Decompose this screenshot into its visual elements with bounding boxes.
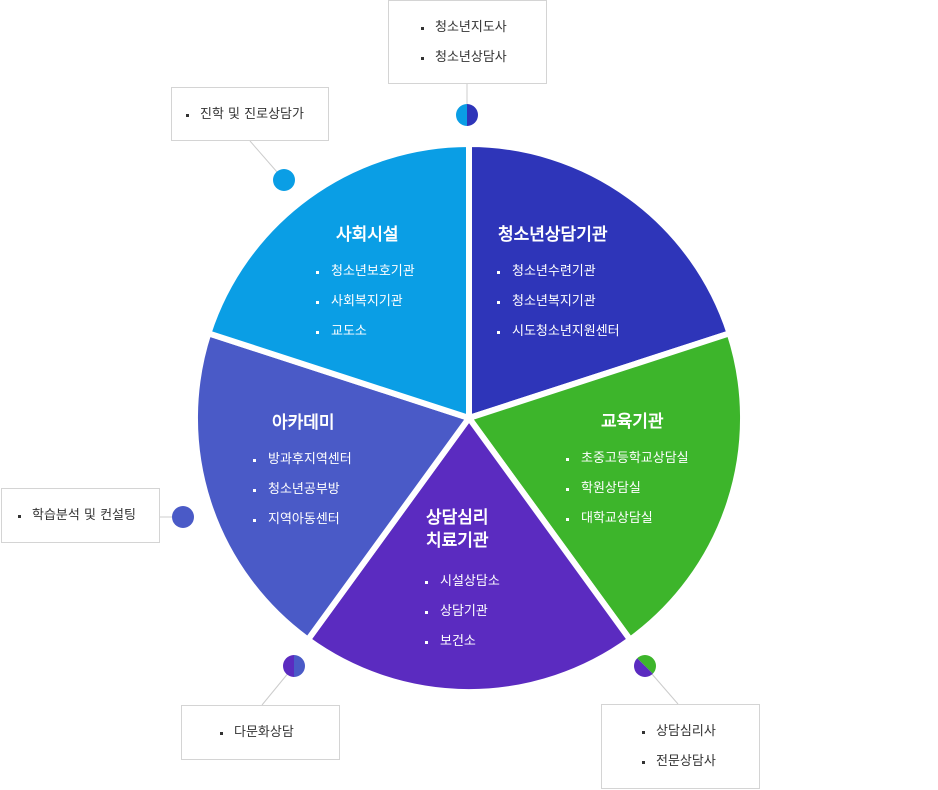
list-item: 시설상담소: [425, 567, 500, 597]
list-item: 대학교상담실: [566, 504, 689, 534]
segment-academy: [191, 330, 472, 643]
list-item: 청소년수련기관: [497, 257, 620, 287]
segment-social-facility: [205, 141, 472, 421]
segment-list-education: 초중고등학교상담실 학원상담실 대학교상담실: [566, 444, 689, 534]
segment-title-education: 교육기관: [601, 412, 664, 432]
callout-item: 진학 및 진로상담가: [186, 100, 328, 130]
list-item: 사회복지기관: [316, 287, 415, 317]
list-item: 상담기관: [425, 597, 500, 627]
segment-list-counseling-therapy: 시설상담소 상담기관 보건소: [425, 567, 500, 657]
segment-list-youth-counseling: 청소년수련기관 청소년복지기관 시도청소년지원센터: [497, 257, 620, 347]
dot-bottom-left-icon: [283, 655, 305, 677]
callout-bottom-right: 상담심리사 전문상담사: [601, 704, 760, 789]
dot-top-icon: [456, 104, 478, 126]
callout-left: 학습분석 및 컨설팅: [1, 488, 160, 543]
segment-list-social-facility: 청소년보호기관 사회복지기관 교도소: [316, 257, 415, 347]
dot-left-icon: [172, 506, 194, 528]
segment-education: [466, 330, 747, 643]
list-item: 초중고등학교상담실: [566, 444, 689, 474]
callout-item: 청소년지도사: [421, 13, 546, 43]
list-item: 보건소: [425, 627, 500, 657]
list-item: 학원상담실: [566, 474, 689, 504]
list-item: 방과후지역센터: [253, 445, 352, 475]
segment-title-counseling-therapy: 상담심리 치료기관: [426, 508, 489, 551]
segment-list-academy: 방과후지역센터 청소년공부방 지역아동센터: [253, 445, 352, 535]
list-item: 청소년보호기관: [316, 257, 415, 287]
segment-title-academy: 아카데미: [272, 413, 335, 433]
callout-bottom-left: 다문화상담: [181, 705, 340, 760]
callout-item: 다문화상담: [220, 718, 339, 748]
callout-top: 청소년지도사 청소년상담사: [388, 0, 547, 84]
callout-item: 상담심리사: [642, 717, 759, 747]
callout-item: 청소년상담사: [421, 43, 546, 73]
dot-bottom-right-icon: [633, 654, 657, 677]
list-item: 청소년공부방: [253, 475, 352, 505]
callout-item: 전문상담사: [642, 747, 759, 777]
callout-top-left: 진학 및 진로상담가: [171, 87, 329, 141]
callout-item: 학습분석 및 컨설팅: [18, 501, 159, 531]
list-item: 지역아동센터: [253, 505, 352, 535]
segment-youth-counseling: [466, 141, 733, 421]
list-item: 교도소: [316, 317, 415, 347]
list-item: 시도청소년지원센터: [497, 317, 620, 347]
segment-title-youth-counseling: 청소년상담기관: [498, 225, 608, 245]
list-item: 청소년복지기관: [497, 287, 620, 317]
dot-top-left-icon: [273, 169, 295, 191]
segment-title-social-facility: 사회시설: [336, 225, 399, 245]
segment-counseling-therapy: [304, 415, 634, 695]
